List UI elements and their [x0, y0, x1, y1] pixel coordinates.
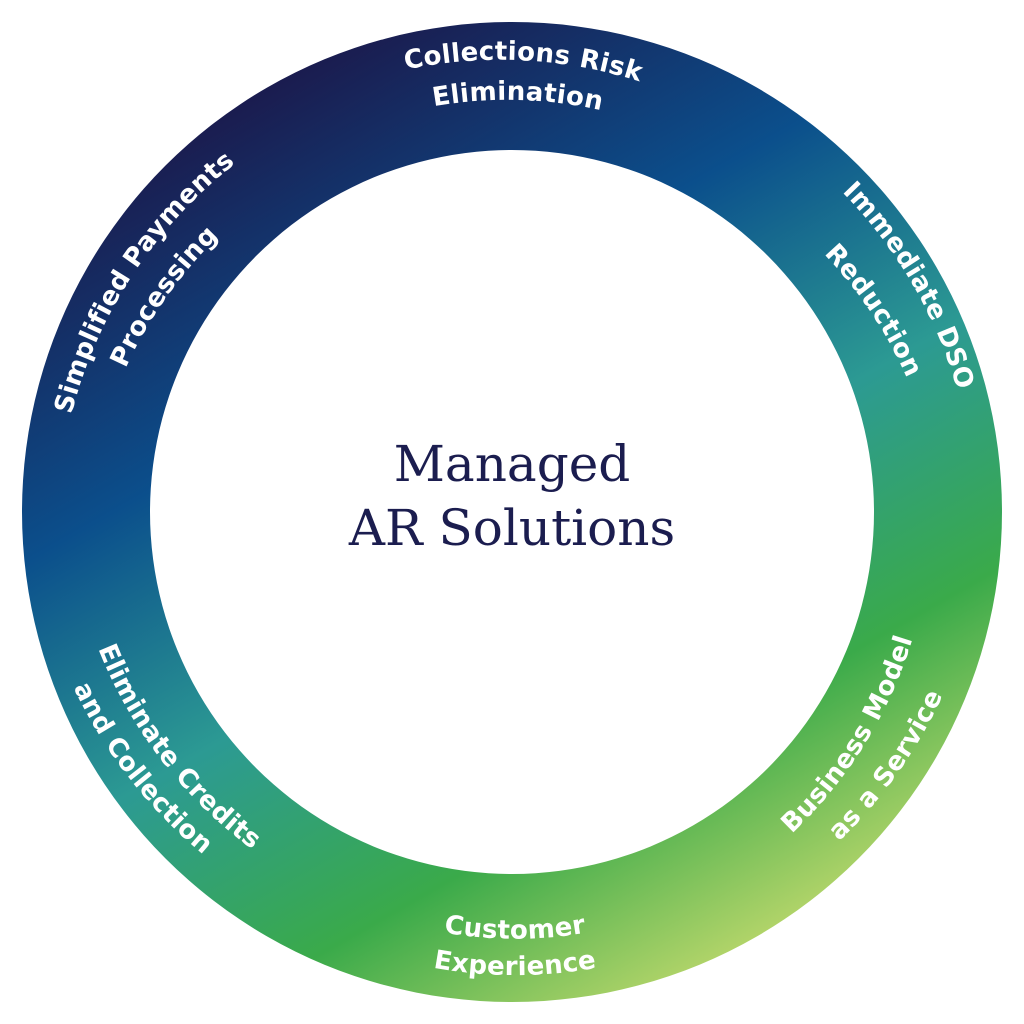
center-title-line: AR Solutions [348, 499, 676, 557]
segment-customer-experience: Customer Experience [432, 910, 598, 982]
segment-label-line: Customer [443, 910, 588, 946]
center-title-line: Managed [393, 435, 631, 493]
center-title: Managed AR Solutions [212, 432, 812, 560]
